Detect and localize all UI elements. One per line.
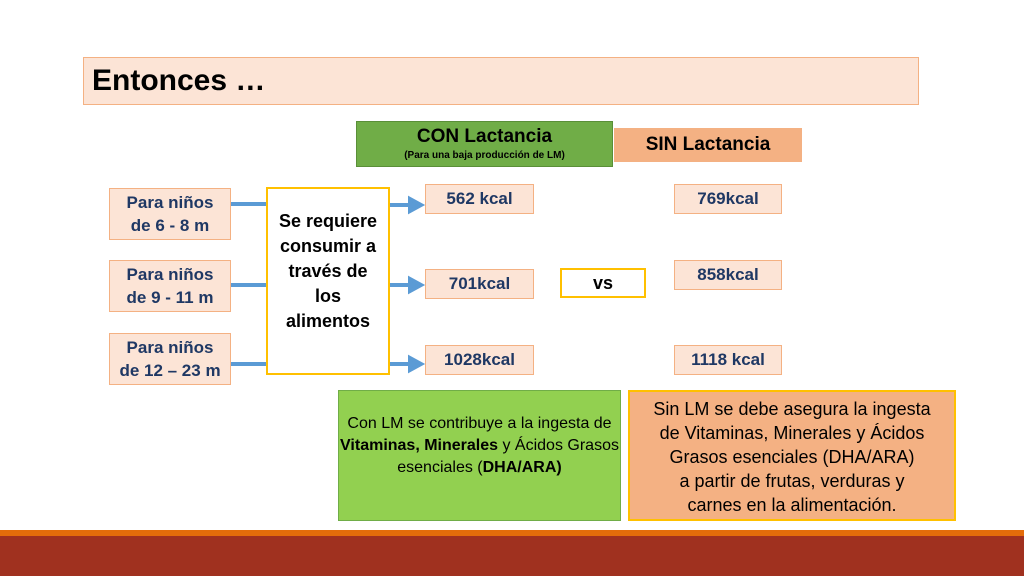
arrowhead-out1 [408, 195, 426, 215]
vs-box: vs [560, 268, 646, 298]
sin-kcal-6-8: 769kcal [674, 184, 782, 214]
con-lm-note-bold: Vitaminas, Minerales [340, 437, 499, 454]
con-lm-note-text: y Ácidos Grasos esenciales ( [397, 437, 619, 476]
sin-lm-note: Sin LM se debe asegura la ingesta de Vit… [628, 390, 956, 521]
arrowhead-out2 [408, 275, 426, 295]
footer-accent-line [0, 530, 1024, 536]
con-lactancia-header: CON Lactancia (Para una baja producción … [356, 121, 613, 167]
requirement-line: través de [288, 261, 368, 281]
age-label-line1: Para niños [126, 338, 214, 357]
sin-lm-note-line: a partir de frutas, verduras y [679, 471, 905, 491]
age-label-line2: de 12 – 23 m [119, 361, 221, 380]
requirement-line: los [314, 286, 341, 306]
age-box-9-11: Para niños de 9 - 11 m [109, 260, 231, 312]
requirement-line: alimentos [285, 311, 371, 331]
con-lm-note-text: Con LM se contribuye a la ingesta de [347, 415, 612, 432]
sin-lm-note-line: Sin LM se debe asegura la ingesta [653, 399, 931, 419]
age-label-line2: de 9 - 11 m [126, 288, 214, 307]
con-kcal-9-11: 701kcal [425, 269, 534, 299]
sin-lm-note-line: Grasos esenciales (DHA/ARA) [669, 447, 915, 467]
sin-lm-note-line: carnes en la alimentación. [687, 495, 897, 515]
page-title: Entonces … [92, 64, 266, 97]
sin-lm-note-line: de Vitaminas, Minerales y Ácidos [659, 423, 925, 443]
sin-kcal-12-23: 1118 kcal [674, 345, 782, 375]
con-lactancia-subtitle: (Para una baja producción de LM) [404, 150, 565, 161]
con-lactancia-title: CON Lactancia [416, 126, 553, 147]
age-label-line2: de 6 - 8 m [130, 216, 210, 235]
requirement-box: Se requiere consumir a través de los ali… [266, 187, 390, 375]
sin-kcal-9-11: 858kcal [674, 260, 782, 290]
age-label-line1: Para niños [126, 265, 214, 284]
age-label-line1: Para niños [126, 193, 214, 212]
arrowhead-out3 [408, 354, 426, 374]
age-box-6-8: Para niños de 6 - 8 m [109, 188, 231, 240]
age-box-12-23: Para niños de 12 – 23 m [109, 333, 231, 385]
requirement-line: Se requiere [278, 211, 378, 231]
title-bar: Entonces … [83, 57, 919, 105]
footer-bar [0, 536, 1024, 576]
requirement-line: consumir a [279, 236, 377, 256]
con-kcal-6-8: 562 kcal [425, 184, 534, 214]
con-kcal-12-23: 1028kcal [425, 345, 534, 375]
con-lm-note-bold: DHA/ARA) [482, 459, 562, 476]
con-lm-note: Con LM se contribuye a la ingesta de Vit… [338, 390, 621, 521]
sin-lactancia-header: SIN Lactancia [614, 128, 802, 162]
